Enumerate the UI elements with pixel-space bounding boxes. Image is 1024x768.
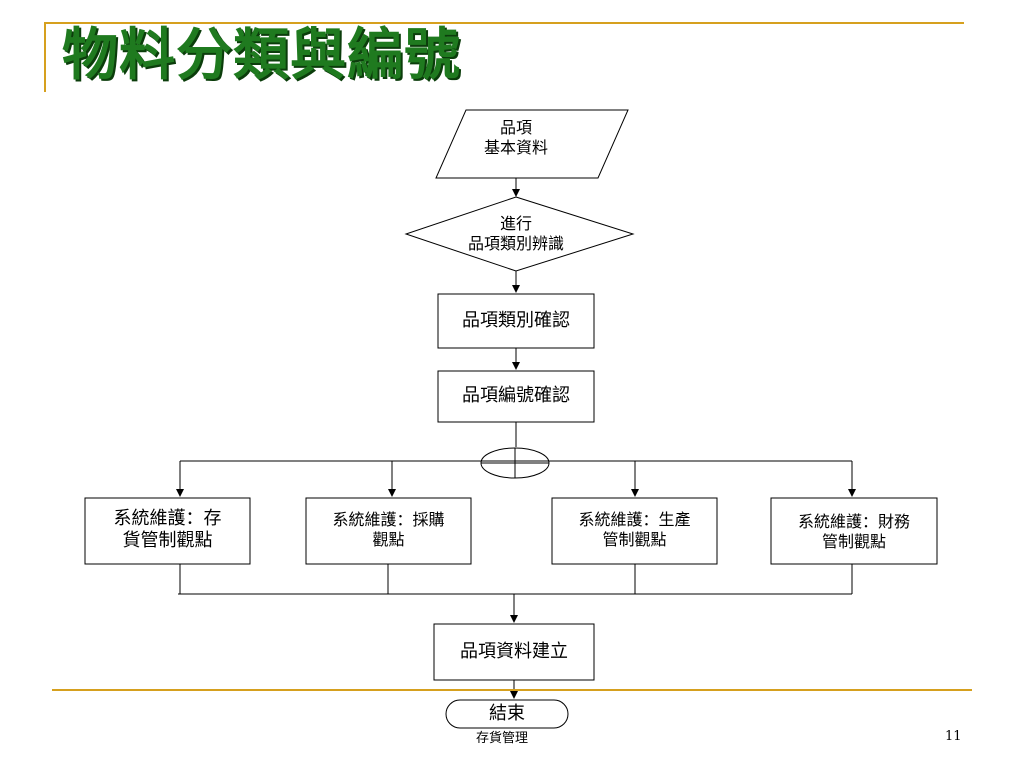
- branch-box-2: [305, 497, 472, 565]
- bottom-accent-line: [52, 689, 972, 691]
- branch-3-line1: 系統維護：生產: [578, 510, 691, 529]
- step2-box: [437, 370, 595, 423]
- branch-label-1: 系統維護：存 貨管制觀點: [85, 508, 250, 552]
- branch-4-line1: 系統維護：財務: [797, 512, 910, 531]
- end-label: 結束: [489, 703, 525, 724]
- slide-title: 物料分類與編號: [62, 23, 461, 88]
- top-accent-line: [44, 22, 964, 24]
- input-parallelogram: [435, 109, 629, 179]
- branch-3-line2: 管制觀點: [602, 530, 667, 549]
- input-label: 品項 基本資料: [456, 118, 576, 158]
- decision-label: 進行 品項類別辨識: [446, 214, 586, 254]
- step2-label: 品項編號確認: [462, 385, 570, 406]
- branch-2-line2: 觀點: [372, 530, 405, 549]
- end-terminator: [445, 699, 569, 729]
- footer-text: 存貨管理: [476, 731, 529, 746]
- branch-4-line2: 管制觀點: [821, 532, 886, 551]
- input-label-line2: 基本資料: [483, 138, 548, 157]
- branch-1-line1: 系統維護：存: [113, 508, 222, 529]
- branch-1-line2: 貨管制觀點: [122, 530, 213, 551]
- branch-label-2: 系統維護：採購 觀點: [306, 510, 471, 550]
- left-accent-line: [44, 22, 46, 92]
- input-label-line1: 品項: [499, 118, 532, 137]
- branch-box-4: [770, 497, 938, 565]
- step1-box: [437, 293, 595, 349]
- step3-box: [433, 623, 595, 681]
- branch-box-1: [84, 497, 251, 565]
- decision-label-line1: 進行: [499, 214, 532, 233]
- decision-label-line2: 品項類別辨識: [467, 234, 564, 253]
- branch-label-4: 系統維護：財務 管制觀點: [771, 512, 937, 552]
- branch-box-3: [551, 497, 718, 565]
- branch-label-3: 系統維護：生產 管制觀點: [552, 510, 717, 550]
- branch-2-line1: 系統維護：採購: [332, 510, 445, 529]
- step1-label: 品項類別確認: [462, 310, 570, 331]
- step3-label: 品項資料建立: [460, 641, 568, 662]
- page-number: 11: [945, 729, 962, 744]
